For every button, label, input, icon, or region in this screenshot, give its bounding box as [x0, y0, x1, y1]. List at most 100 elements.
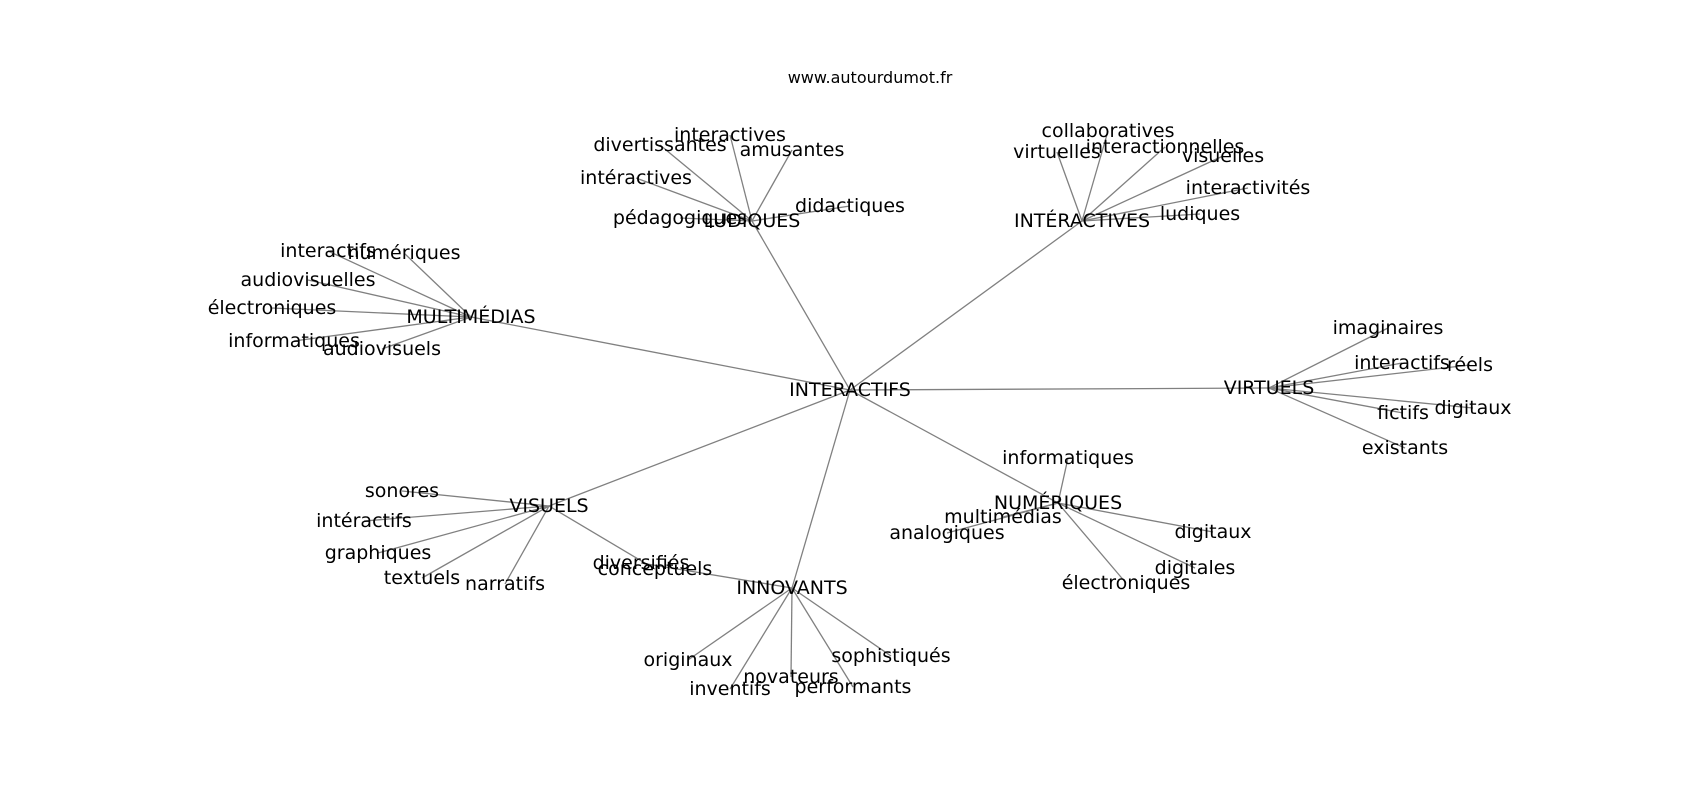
edge-interactives-leaf — [1056, 151, 1083, 222]
edge-ludiques-leaf — [751, 205, 851, 222]
leaf-node: didactiques — [795, 195, 905, 217]
edge-multimedias-leaf — [403, 252, 472, 318]
edge-virtuels-leaf — [1268, 327, 1389, 389]
leaf-node: narratifs — [465, 573, 545, 595]
leaf-node: graphiques — [325, 542, 432, 564]
source-watermark: www.autourdumot.fr — [788, 68, 953, 87]
leaf-node: interactivités — [1186, 177, 1311, 199]
edge-center-multimedias — [470, 316, 851, 391]
edge-multimedias-leaf — [271, 307, 472, 318]
edge-interactives-leaf — [1081, 155, 1224, 222]
leaf-node: inventifs — [689, 678, 771, 700]
center-node: INTERACTIFS — [789, 379, 911, 401]
edge-numeriques-leaf — [1057, 502, 1214, 533]
leaf-node: digitaux — [1174, 521, 1251, 543]
edge-innovants-leaf — [791, 587, 854, 688]
edge-ludiques-leaf — [679, 217, 753, 222]
leaf-node: interactives — [674, 124, 786, 146]
leaf-node: audiovisuels — [323, 338, 441, 360]
edge-layer — [271, 130, 1474, 690]
edge-visuels-leaf — [377, 505, 550, 554]
leaf-node: pédagogiques — [613, 207, 747, 229]
edge-innovants-leaf — [790, 587, 793, 678]
hub-node-visuels: VISUELS — [509, 495, 588, 517]
leaf-node: numériques — [347, 242, 460, 264]
leaf-node: divertissantes — [593, 134, 726, 156]
hub-node-innovants: INNOVANTS — [736, 577, 847, 599]
leaf-node: ludiques — [1160, 203, 1240, 225]
edge-visuels-leaf — [421, 505, 550, 579]
leaf-node: novateurs — [743, 666, 838, 688]
edge-center-ludiques — [751, 220, 851, 391]
hub-node-interactives: INTÉRACTIVES — [1014, 209, 1150, 232]
edge-center-visuels — [548, 389, 851, 507]
edge-innovants-leaf — [791, 587, 892, 657]
edge-innovants-leaf — [729, 587, 793, 690]
edge-center-virtuels — [849, 387, 1270, 391]
edge-ludiques-leaf — [751, 149, 793, 222]
leaf-node: audiovisuelles — [241, 269, 376, 291]
edge-virtuels-leaf — [1268, 387, 1406, 449]
edge-virtuels-leaf — [1268, 387, 1474, 409]
leaf-node: diversifiés — [593, 552, 690, 574]
edge-interactives-leaf — [1081, 213, 1201, 222]
hub-node-ludiques: LUDIQUES — [704, 210, 801, 232]
edge-multimedias-leaf — [327, 250, 472, 318]
leaf-node: performants — [795, 676, 912, 698]
edge-ludiques-leaf — [729, 134, 753, 222]
leaf-node: collaboratives — [1042, 120, 1175, 142]
leaf-node: électroniques — [208, 297, 337, 319]
edge-visuels-leaf — [548, 505, 656, 570]
edge-interactives-leaf — [1081, 187, 1249, 222]
edge-multimedias-leaf — [293, 316, 472, 342]
edge-numeriques-leaf — [1057, 457, 1069, 504]
leaf-node: conceptuels — [598, 558, 713, 580]
edge-multimedias-leaf — [307, 279, 472, 318]
edge-center-numeriques — [849, 389, 1059, 504]
leaf-node: digitaux — [1434, 397, 1511, 419]
leaf-node: électroniques — [1062, 572, 1191, 594]
edge-center-interactives — [849, 220, 1083, 391]
edge-interactives-leaf — [1081, 146, 1166, 222]
edge-virtuels-leaf — [1268, 364, 1471, 389]
edge-innovants-leaf — [640, 562, 793, 589]
edge-visuels-leaf — [401, 490, 550, 507]
hub-node-virtuels: VIRTUELS — [1224, 377, 1315, 399]
leaf-node: informatiques — [228, 330, 360, 352]
leaf-node: interactifs — [1354, 352, 1450, 374]
leaf-node: existants — [1362, 437, 1448, 459]
edge-center-innovants — [791, 389, 851, 589]
leaf-node: multimédias — [944, 506, 1062, 528]
leaf-node: interactifs — [280, 240, 376, 262]
leaf-node: textuels — [384, 567, 460, 589]
edge-virtuels-leaf — [1268, 387, 1404, 414]
leaf-node: interactionnelles — [1086, 136, 1245, 158]
leaf-node: sophistiqués — [831, 645, 950, 667]
leaf-node: fictifs — [1377, 402, 1429, 424]
edge-numeriques-leaf — [946, 502, 1059, 534]
edge-interactives-leaf — [1081, 130, 1109, 222]
leaf-node: virtuelles — [1013, 141, 1101, 163]
edge-virtuels-leaf — [1268, 362, 1403, 389]
leaf-node: amusantes — [740, 139, 845, 161]
edge-ludiques-leaf — [659, 144, 753, 222]
leaf-node: digitales — [1155, 557, 1236, 579]
hub-node-multimedias: MULTIMÉDIAS — [406, 305, 535, 328]
edge-ludiques-leaf — [635, 177, 753, 222]
label-layer: INTERACTIFSLUDIQUESdivertissantesinterac… — [208, 120, 1512, 700]
edge-visuels-leaf — [504, 505, 550, 585]
leaf-node: intéractives — [580, 167, 692, 189]
leaf-node: intéractifs — [316, 510, 412, 532]
leaf-node: visuelles — [1182, 145, 1264, 167]
edge-numeriques-leaf — [1057, 502, 1127, 584]
hub-node-numeriques: NUMÉRIQUES — [994, 491, 1122, 514]
leaf-node: réels — [1447, 354, 1493, 376]
leaf-node: sonores — [365, 480, 439, 502]
edge-innovants-leaf — [687, 587, 793, 661]
leaf-node: analogiques — [889, 522, 1004, 544]
edge-visuels-leaf — [363, 505, 550, 522]
leaf-node: informatiques — [1002, 447, 1134, 469]
edge-numeriques-leaf — [1057, 502, 1196, 569]
